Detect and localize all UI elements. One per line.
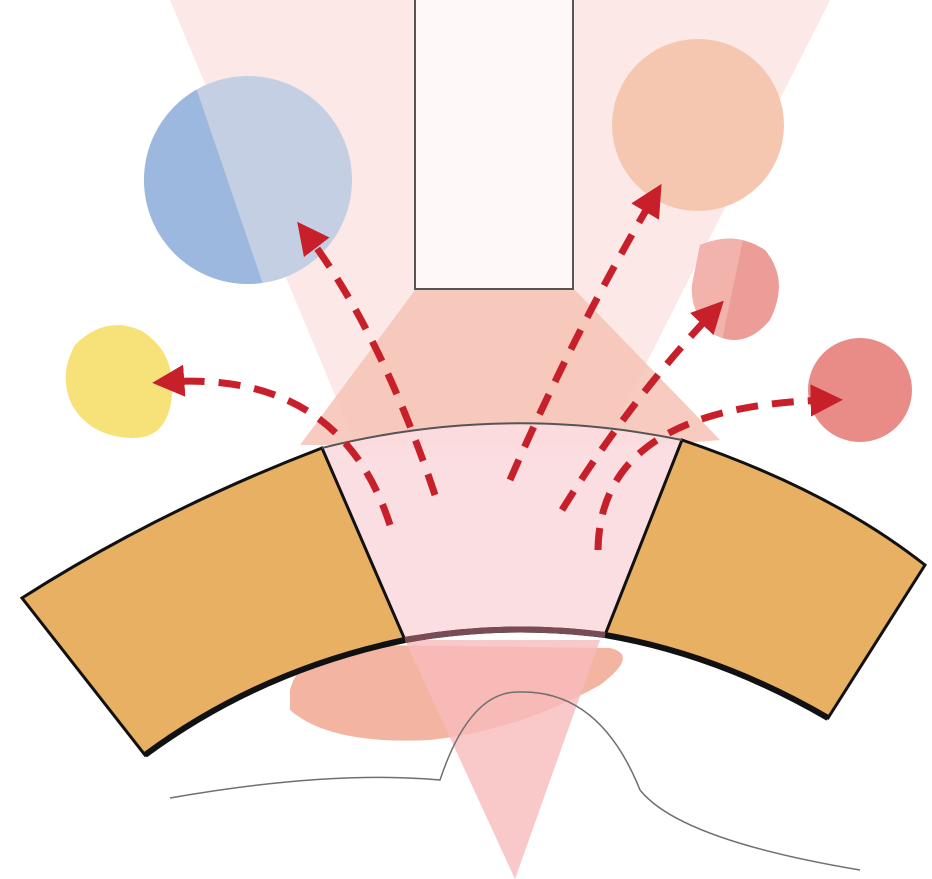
peach-particle [612, 39, 784, 211]
source-slit [415, 0, 573, 289]
transmitted-beam-cone [405, 640, 600, 879]
salmon-particle [808, 338, 912, 442]
yellow-particle [66, 325, 173, 438]
